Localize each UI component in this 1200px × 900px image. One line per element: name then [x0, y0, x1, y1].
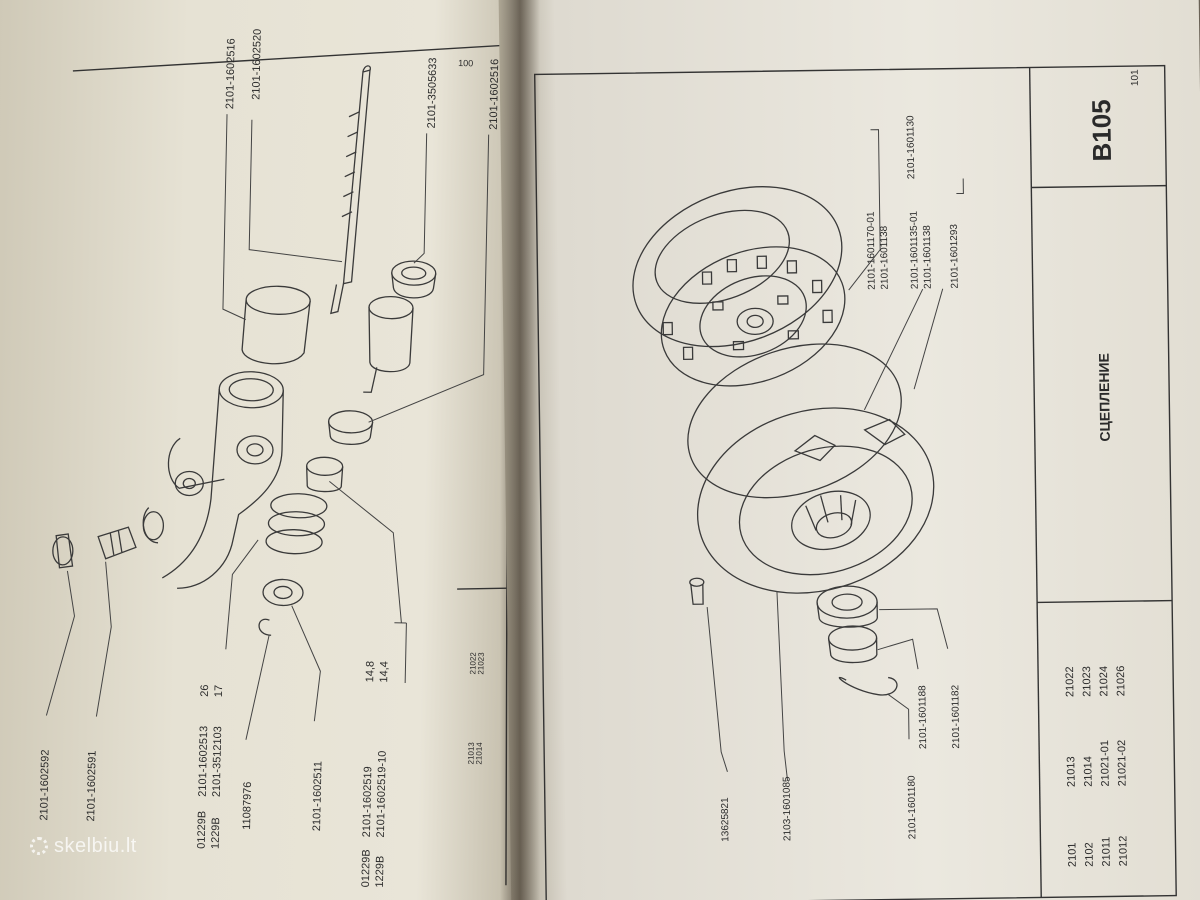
- svg-text:01229В: 01229В: [196, 811, 209, 849]
- left-page-number: 100: [458, 58, 473, 68]
- bolt-drawing: [689, 577, 705, 605]
- label-r7: 13625821: [720, 797, 732, 842]
- leader-p4: [413, 133, 428, 264]
- leader-r10: [879, 608, 949, 649]
- right-page: 101 В105 СЦЕПЛЕНИЕ 2101 2102 21011 21012…: [498, 0, 1200, 900]
- leader-r4: [863, 288, 924, 411]
- label-r6: 2101-1601293: [949, 224, 961, 289]
- right-frame: [533, 64, 1177, 900]
- left-frame: [72, 44, 510, 886]
- leader-spring: [225, 539, 259, 650]
- svg-text:21013: 21013: [466, 742, 475, 765]
- label-r3: 2101-1601138: [879, 225, 891, 289]
- right-page-number: 101: [1130, 69, 1141, 86]
- seal-table: 01229В 2101-1602519 14,8 1229В 2101-1602…: [360, 622, 407, 888]
- svg-text:21022: 21022: [1064, 666, 1076, 697]
- leader-p8: [291, 605, 321, 722]
- leader-p2: [248, 119, 343, 263]
- svg-text:21013: 21013: [1065, 756, 1077, 787]
- label-p5: 2101-1602592: [38, 749, 51, 820]
- leader-r8: [776, 591, 789, 782]
- pressure-plate-drawing: [687, 343, 935, 594]
- svg-text:2101: 2101: [1066, 842, 1078, 867]
- leader-p6: [95, 561, 112, 717]
- leader-r7: [706, 607, 728, 772]
- svg-text:17: 17: [213, 685, 225, 697]
- section-title: СЦЕПЛЕНИЕ: [1096, 353, 1113, 442]
- label-r11: 2101-1601188: [917, 685, 929, 749]
- svg-text:21022: 21022: [468, 652, 477, 675]
- leader-r1: [956, 178, 964, 195]
- svg-text:2101-3512103: 2101-3512103: [211, 726, 224, 797]
- svg-text:14,4: 14,4: [378, 661, 390, 683]
- push-rod-drawing: [330, 65, 371, 315]
- spring-table: 01229В 2101-1602513 26 1229В 2101-351210…: [196, 684, 225, 849]
- logo-icon: [30, 837, 48, 855]
- svg-text:21012: 21012: [1117, 836, 1129, 867]
- boot-drawing: [241, 285, 311, 365]
- label-r5: 2101-1601138: [922, 225, 934, 289]
- label-p2: 2101-1602520: [250, 29, 263, 100]
- leader-p7: [245, 635, 270, 740]
- label-r8: 2103-1601085: [782, 776, 794, 841]
- leader-r9: [888, 694, 910, 740]
- svg-text:2102: 2102: [1083, 842, 1095, 867]
- book-gutter: [500, 0, 540, 900]
- label-p6: 2101-1602591: [85, 750, 98, 821]
- leader-p5: [45, 570, 75, 716]
- svg-text:21024: 21024: [1098, 666, 1110, 697]
- svg-text:26: 26: [199, 684, 211, 696]
- leader-r6: [913, 288, 944, 390]
- leader-r2: [848, 129, 881, 291]
- leader-p1: [222, 114, 246, 321]
- watermark: skelbiu.lt: [30, 835, 137, 858]
- svg-text:21011: 21011: [1100, 837, 1112, 867]
- svg-text:21014: 21014: [474, 742, 483, 765]
- leader-seal: [329, 481, 402, 623]
- svg-text:21021-02: 21021-02: [1116, 740, 1129, 787]
- label-r2: 2101-1601170-01: [866, 211, 878, 290]
- leader-r11: [877, 638, 919, 670]
- label-p3: 2101-1602516: [488, 59, 501, 130]
- label-p8: 2101-1602511: [311, 761, 324, 831]
- cylinder-body-drawing: [142, 371, 284, 589]
- svg-text:1229В: 1229В: [374, 856, 387, 888]
- spine-models: 21022 21023 21013 21014: [466, 652, 485, 765]
- svg-text:21023: 21023: [1081, 666, 1093, 697]
- svg-text:2101-1602519-10: 2101-1602519-10: [375, 751, 389, 838]
- label-p1: 2101-1602516: [224, 38, 237, 109]
- clutch-disc-drawing: [632, 186, 846, 387]
- svg-text:14,8: 14,8: [364, 661, 376, 683]
- code-box-divider: [1031, 184, 1167, 189]
- label-r10: 2101-1601182: [950, 684, 962, 748]
- left-spine-divider: [457, 587, 508, 590]
- svg-text:2101-1602513: 2101-1602513: [197, 726, 210, 797]
- label-p7: 11087976: [241, 782, 254, 830]
- models-divider: [1037, 599, 1173, 604]
- label-p4: 2101-3505633: [426, 57, 439, 128]
- svg-text:21023: 21023: [476, 652, 485, 675]
- section-code: В105: [1086, 99, 1117, 162]
- svg-text:1229В: 1229В: [210, 817, 223, 849]
- bleed-screw-drawing: [52, 526, 137, 569]
- svg-text:21014: 21014: [1082, 756, 1094, 787]
- svg-text:21026: 21026: [1115, 666, 1127, 697]
- release-bearing-drawing: [816, 585, 898, 696]
- seal-and-piston-drawing: [258, 260, 437, 636]
- label-r9: 2101-1601180: [907, 775, 919, 839]
- left-page: 100: [0, 0, 545, 900]
- label-r4: 2101-1601135-01: [909, 210, 921, 289]
- model-table: 2101 2102 21011 21012 21013 21014 21021-…: [1064, 666, 1130, 867]
- svg-text:2101-1602519: 2101-1602519: [361, 766, 374, 837]
- leader-p3: [368, 134, 490, 423]
- title-column-divider: [1028, 67, 1042, 898]
- svg-text:01229В: 01229В: [360, 849, 373, 887]
- label-r1: 2101-1601130: [905, 115, 917, 179]
- left-page-drawing: 100: [38, 29, 510, 888]
- right-page-drawing: 101 В105 СЦЕПЛЕНИЕ 2101 2102 21011 21012…: [533, 64, 1177, 900]
- svg-text:21021-01: 21021-01: [1099, 740, 1112, 787]
